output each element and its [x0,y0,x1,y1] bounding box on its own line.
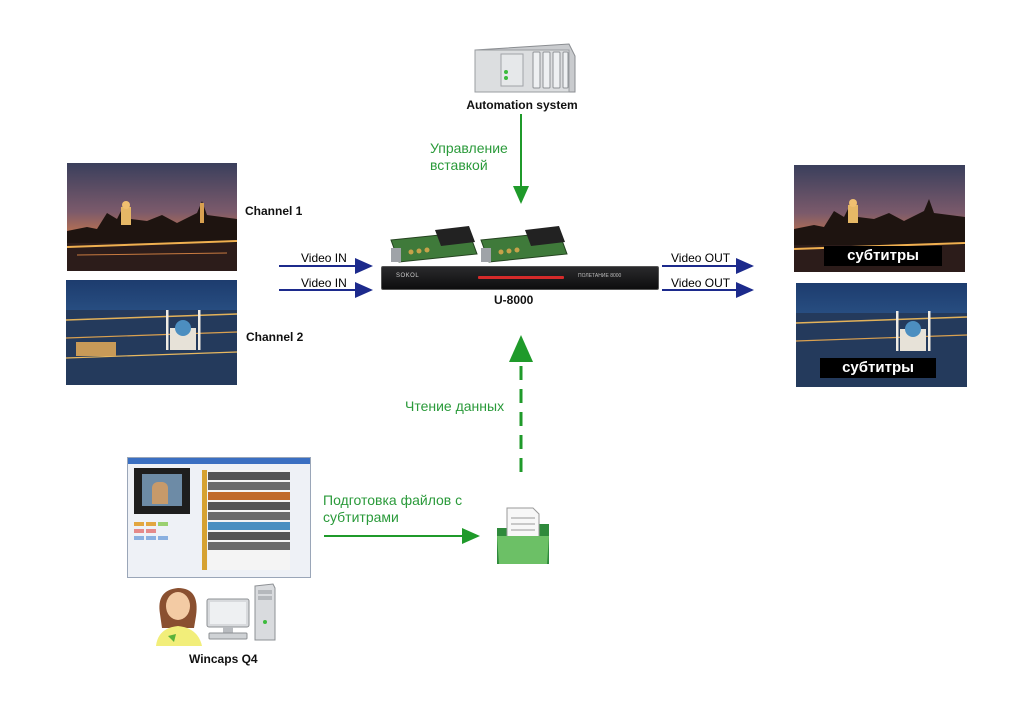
device-led-strip [478,276,564,279]
channel-2-label: Channel 2 [246,330,304,344]
channel-1-label: Channel 1 [245,204,303,218]
device-label: U-8000 [494,293,534,307]
user-icon [154,584,204,646]
u8000-device: SOKOL ПОЛЕТАНИЕ 8000 [381,266,659,290]
read-data-label: Чтение данных [405,398,505,414]
prepare-files-label-line-1: Подготовка файлов с [323,492,463,508]
channel-1-image [67,163,237,271]
output-1-subtitle: субтитры [824,246,942,266]
workstation-label: Wincaps Q4 [189,652,258,666]
server-icon [471,42,577,94]
monitor-icon [205,597,251,641]
video-out-label-1: Video OUT [671,251,731,265]
app-buttons [134,522,198,562]
pc-tower-icon [253,582,277,642]
control-label-line-2: вставкой [430,157,488,173]
app-caption-list [208,470,290,570]
output-2-subtitle: субтитры [820,358,936,378]
control-label-line-1: Управление [430,140,508,156]
automation-label: Automation system [466,98,578,112]
app-video-preview [134,468,190,514]
channel-2-image [66,280,237,385]
video-card-1 [389,226,479,266]
app-timeline-strip [202,470,207,570]
device-model: ПОЛЕТАНИЕ 8000 [578,273,622,279]
prepare-files-label-line-2: субтитрами [323,509,399,525]
folder-icon [495,506,551,566]
wincaps-screenshot [127,457,311,578]
video-in-label-1: Video IN [301,251,347,265]
device-brand: SOKOL [396,273,420,279]
video-card-2 [479,226,569,266]
video-out-label-2: Video OUT [671,276,731,290]
app-titlebar [128,458,310,464]
video-in-label-2: Video IN [301,276,347,290]
